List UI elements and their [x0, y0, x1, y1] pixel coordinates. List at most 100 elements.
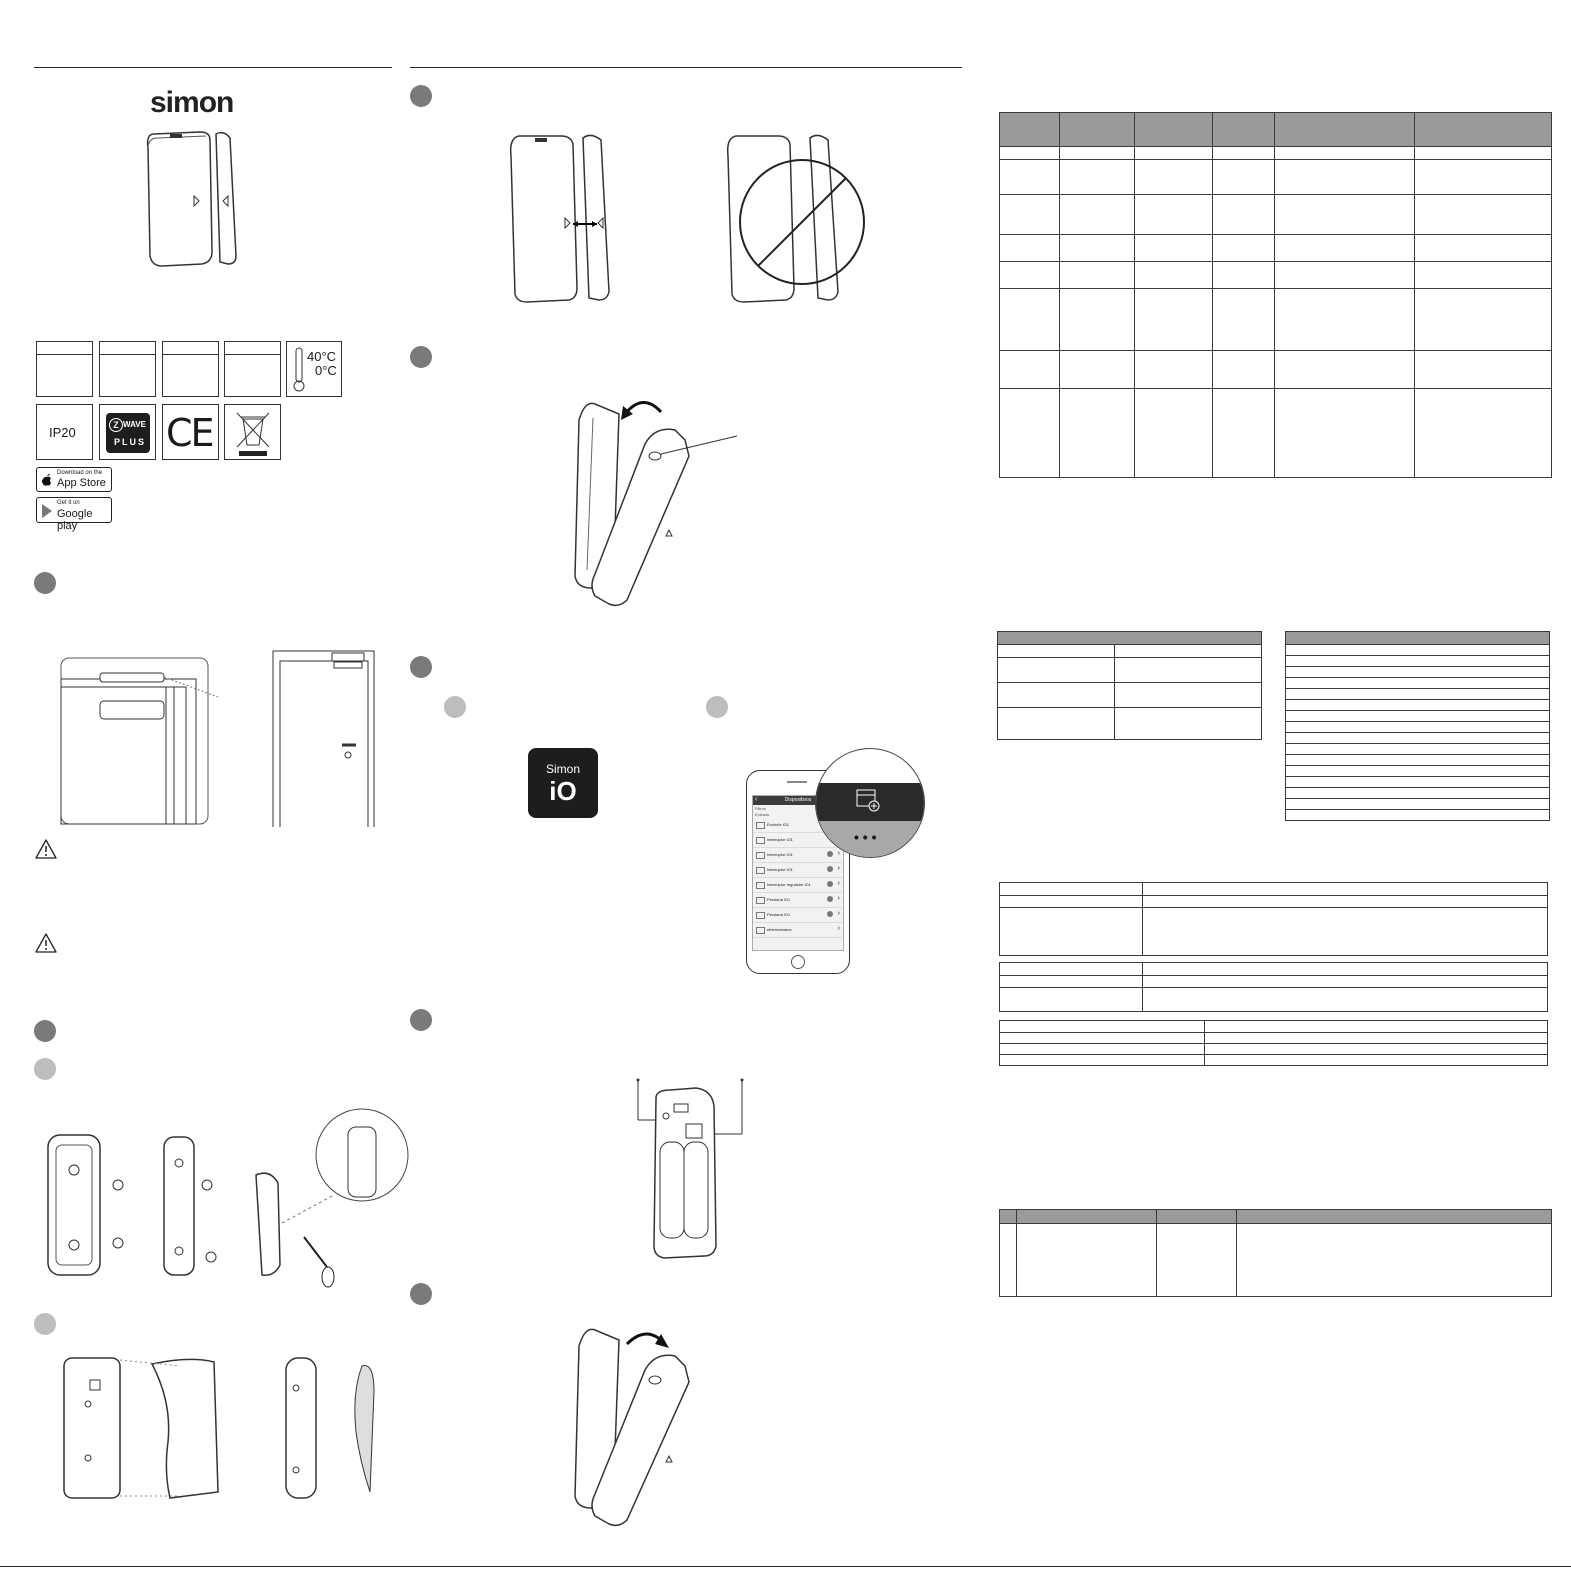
zoom-dark-bar [816, 783, 924, 821]
table-row [999, 987, 1549, 1012]
simon-io-app-icon[interactable]: Simon iO [528, 748, 598, 818]
table-row [999, 234, 1552, 262]
app-store-small: Download on the [57, 470, 103, 476]
table-row [999, 146, 1552, 160]
temp-max: 40°C [307, 349, 337, 364]
table-row [1285, 721, 1550, 733]
table-row [999, 288, 1552, 351]
phone-filter-tab[interactable]: Filtros [755, 806, 766, 811]
table-header-row [999, 112, 1552, 147]
table-row [999, 1020, 1549, 1033]
app-icon-logo: iO [549, 776, 577, 806]
table-row [999, 882, 1549, 896]
open-cover-illustration [574, 401, 738, 607]
sensor-alignment-incorrect [726, 134, 865, 303]
table-row [999, 1054, 1549, 1066]
crossed-bin-icon [236, 412, 270, 456]
zwave-text: WAVE [123, 420, 146, 429]
door-installation-illustration [272, 650, 375, 827]
more-options-icon[interactable]: • • • [854, 829, 877, 845]
table-header-row [997, 631, 1262, 645]
warning-triangle-icon [35, 933, 57, 953]
weee-box [224, 404, 281, 460]
spec-symbol-box-3 [162, 341, 219, 397]
left-column-rule [34, 67, 392, 68]
zwave-plus-text: PLUS [114, 437, 147, 447]
phone-title: Dispositivos [784, 797, 812, 803]
spec-symbol-box-4 [224, 341, 281, 397]
substep-marker-5b [706, 696, 728, 718]
ip-rating-box: IP20 [36, 404, 93, 460]
substep-marker-2a [34, 1058, 56, 1080]
zwave-letter: Z [109, 418, 123, 432]
phone-section-label: Entrada [755, 812, 770, 817]
table-row [999, 1032, 1549, 1044]
table-row [1285, 809, 1550, 821]
google-play-small: Get it on [57, 500, 80, 506]
step-marker-1 [34, 572, 56, 594]
apple-icon [42, 473, 51, 486]
google-play-badge[interactable]: Get it on Google play [36, 497, 112, 532]
table-row [1285, 688, 1550, 700]
step-marker-7 [410, 1283, 432, 1305]
google-play-big: Google play [57, 508, 93, 532]
table-row [1285, 699, 1550, 711]
middle-column-rule [410, 67, 962, 68]
table-row [997, 657, 1263, 683]
app-store-big: App Store [57, 477, 106, 489]
table-row [1285, 776, 1550, 788]
table-row [999, 350, 1552, 389]
ce-mark: CE [166, 411, 215, 455]
ip-rating-label: IP20 [49, 425, 76, 440]
bottom-rule [0, 1566, 1571, 1567]
phone-device-item[interactable]: Interruptor iO1› [753, 863, 843, 878]
table-row [1285, 754, 1550, 766]
app-icon-name: Simon [545, 762, 580, 776]
table-row [999, 895, 1549, 908]
table-row [997, 644, 1263, 658]
parameters-table-left [997, 631, 1263, 740]
info-table-3 [999, 1020, 1549, 1066]
step-marker-3 [410, 85, 432, 107]
adhesive-mounting-illustration [63, 1357, 375, 1499]
substep-marker-5a [444, 696, 466, 718]
info-table-1 [999, 882, 1549, 956]
phone-back-icon[interactable]: ‹ [755, 796, 758, 803]
table-row [1285, 743, 1550, 755]
phone-device-item[interactable]: Interruptor regulador iO1› [753, 878, 843, 893]
table-row [999, 962, 1549, 976]
thermometer-icon [293, 347, 305, 392]
zwave-plus-logo: Z WAVE PLUS [106, 413, 150, 453]
phone-device-list: Enchufe iO1› Interruptor iO1› Interrupto… [753, 818, 843, 938]
temp-min: 0°C [315, 363, 337, 378]
step-marker-2 [34, 1020, 56, 1042]
table-row [1285, 666, 1550, 678]
phone-header: ‹ Dispositivos [753, 796, 843, 805]
table-row [1285, 677, 1550, 689]
add-device-icon[interactable] [856, 789, 880, 813]
table-row [999, 907, 1549, 956]
app-store-badge[interactable]: Download on the App Store [36, 467, 112, 492]
specification-table [999, 112, 1552, 478]
phone-device-item[interactable]: Persiana iO1› [753, 908, 843, 923]
step-marker-4 [410, 346, 432, 368]
phone-home-button[interactable] [791, 955, 805, 969]
table-row [999, 261, 1552, 289]
close-cover-illustration [574, 1328, 690, 1527]
table-row [1285, 798, 1550, 810]
table-row [999, 1223, 1553, 1297]
phone-device-item[interactable]: ethernetname› [753, 923, 843, 938]
table-header-row [1285, 631, 1550, 645]
associations-table [999, 1209, 1553, 1297]
table-row [999, 159, 1552, 195]
spec-symbol-box-1 [36, 341, 93, 397]
table-row [999, 194, 1552, 235]
table-header-row [999, 1209, 1553, 1224]
table-row [1285, 655, 1550, 667]
phone-device-item[interactable]: Persiana iO1› [753, 893, 843, 908]
zwave-plus-box: Z WAVE PLUS [99, 404, 156, 460]
table-row [1285, 787, 1550, 799]
table-row [1285, 732, 1550, 744]
zoom-callout: • • • [815, 748, 925, 858]
screw-mounting-illustration [47, 1108, 409, 1288]
